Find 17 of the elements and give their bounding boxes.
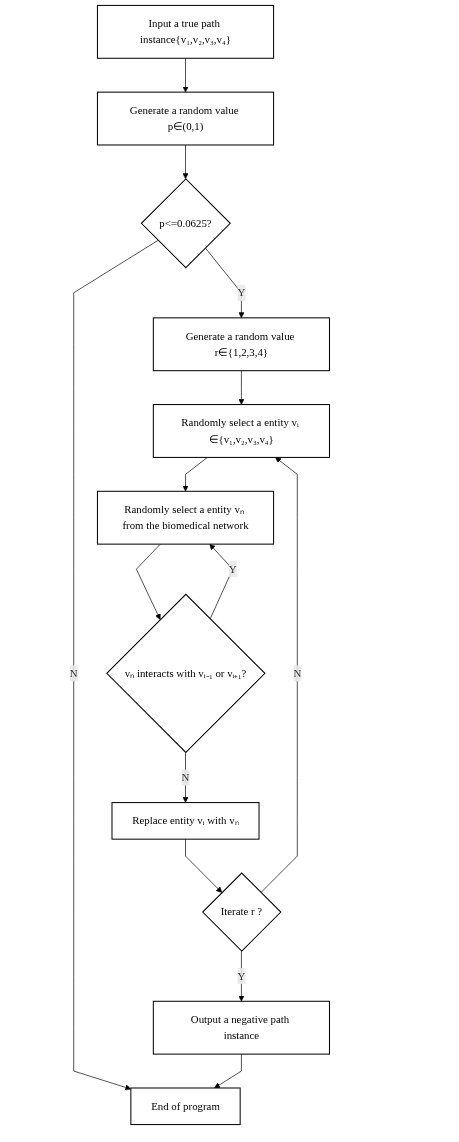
node-box: Randomly select a entity vᵢ ∈{v₁,v₂,v₃,v₄} [152, 404, 330, 458]
edge-label: N [69, 667, 78, 679]
edge-label: N [293, 667, 302, 679]
node-box: Replace entity vᵢ with vₙ [111, 802, 260, 840]
node-box: Generate a random value r∈{1,2,3,4} [152, 317, 330, 372]
edge-label: Y [237, 970, 246, 982]
edge-label: N [181, 771, 190, 783]
node-diamond: p<=0.0625? [140, 178, 231, 269]
edge-label: Y [228, 563, 237, 575]
node-diamond: Iterate r ? [201, 872, 282, 952]
node-box: Input a true path instance{v₁,v₂,v₃,v₄} [96, 4, 275, 59]
node-box: Output a negative path instance [152, 1000, 330, 1055]
node-diamond: vₙ interacts with vᵢ₋₁ or vᵢ₊₁? [106, 593, 266, 754]
edge-label: Y [237, 286, 246, 299]
node-box: Randomly select a entity vₙ from the biomedical network [96, 490, 275, 545]
node-box: Generate a random value p∈(0,1) [96, 91, 275, 146]
node-box: End of program [130, 1087, 241, 1126]
